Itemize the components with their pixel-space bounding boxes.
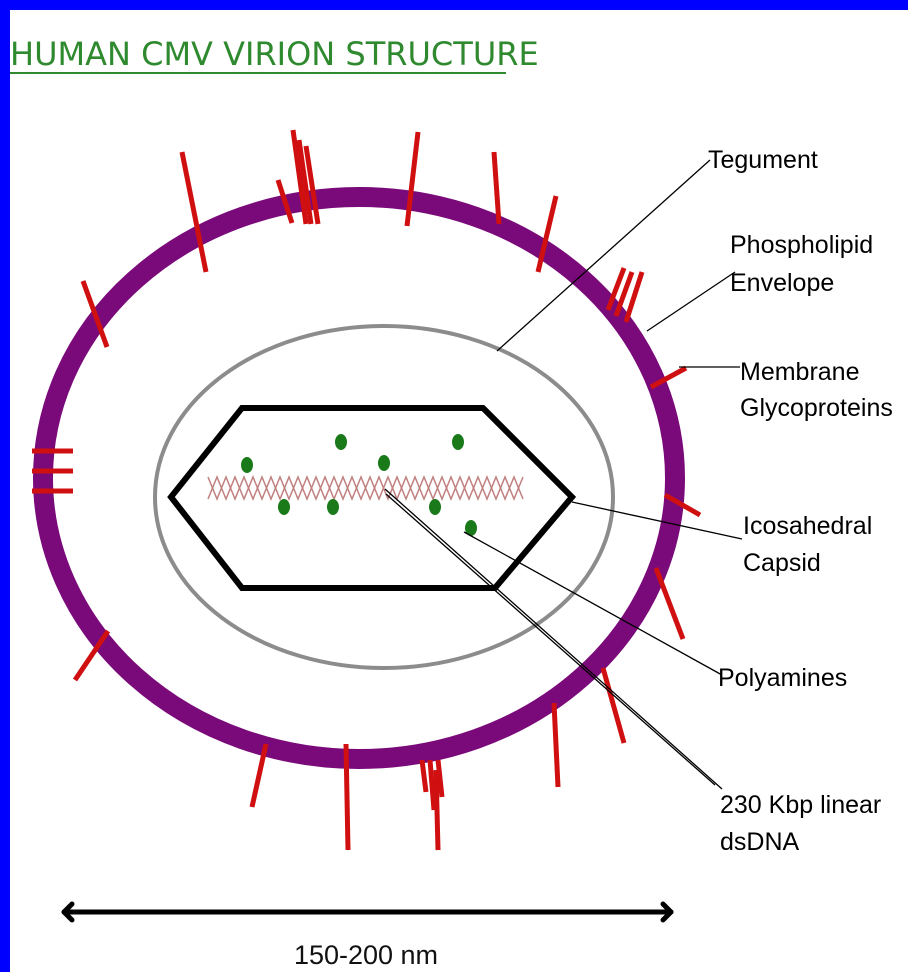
polyamine-dot bbox=[241, 457, 253, 473]
label-dna-1: 230 Kbp linear bbox=[720, 791, 881, 819]
cmv-virion-diagram: HUMAN CMV VIRION STRUCTURE Tegument Phos… bbox=[10, 10, 908, 972]
tegument-layer bbox=[155, 326, 613, 668]
diagram-title: HUMAN CMV VIRION STRUCTURE bbox=[10, 35, 539, 73]
scale-label: 150-200 nm bbox=[294, 940, 438, 970]
glycoprotein-spike bbox=[494, 152, 499, 224]
label-polyamines: Polyamines bbox=[718, 664, 847, 692]
polyamine-dot bbox=[278, 499, 290, 515]
phospholipid-envelope bbox=[43, 197, 675, 759]
label-phospholipid-1: Phospholipid bbox=[730, 231, 873, 259]
scale-bar bbox=[64, 904, 671, 920]
glycoprotein-spike bbox=[422, 760, 426, 792]
leader-phospholipid bbox=[647, 272, 735, 331]
label-membrane-2: Glycoproteins bbox=[740, 394, 893, 422]
polyamine-dot bbox=[378, 455, 390, 471]
polyamine-dot bbox=[335, 434, 347, 450]
glycoprotein-spike bbox=[430, 760, 434, 810]
polyamine-dot bbox=[327, 499, 339, 515]
glycoprotein-spike bbox=[656, 568, 683, 639]
leader-tegument bbox=[497, 160, 710, 351]
polyamine-dot bbox=[429, 499, 441, 515]
glycoprotein-spike bbox=[436, 770, 438, 850]
glycoprotein-spike bbox=[407, 132, 418, 226]
icosahedral-capsid bbox=[171, 408, 572, 588]
label-membrane-1: Membrane bbox=[740, 358, 860, 386]
diagram-frame: HUMAN CMV VIRION STRUCTURE Tegument Phos… bbox=[10, 10, 908, 972]
glycoprotein-spike bbox=[554, 703, 558, 787]
label-dna-2: dsDNA bbox=[720, 828, 800, 856]
label-tegument: Tegument bbox=[708, 146, 818, 174]
leader-capsid bbox=[572, 502, 742, 539]
polyamine-dot bbox=[452, 434, 464, 450]
label-icosahedral-1: Icosahedral bbox=[743, 512, 872, 540]
glycoprotein-spike bbox=[346, 744, 348, 850]
dsdna-strand bbox=[208, 477, 523, 499]
label-phospholipid-2: Envelope bbox=[730, 269, 834, 297]
label-icosahedral-2: Capsid bbox=[743, 549, 821, 577]
glycoprotein-spike bbox=[603, 668, 624, 743]
